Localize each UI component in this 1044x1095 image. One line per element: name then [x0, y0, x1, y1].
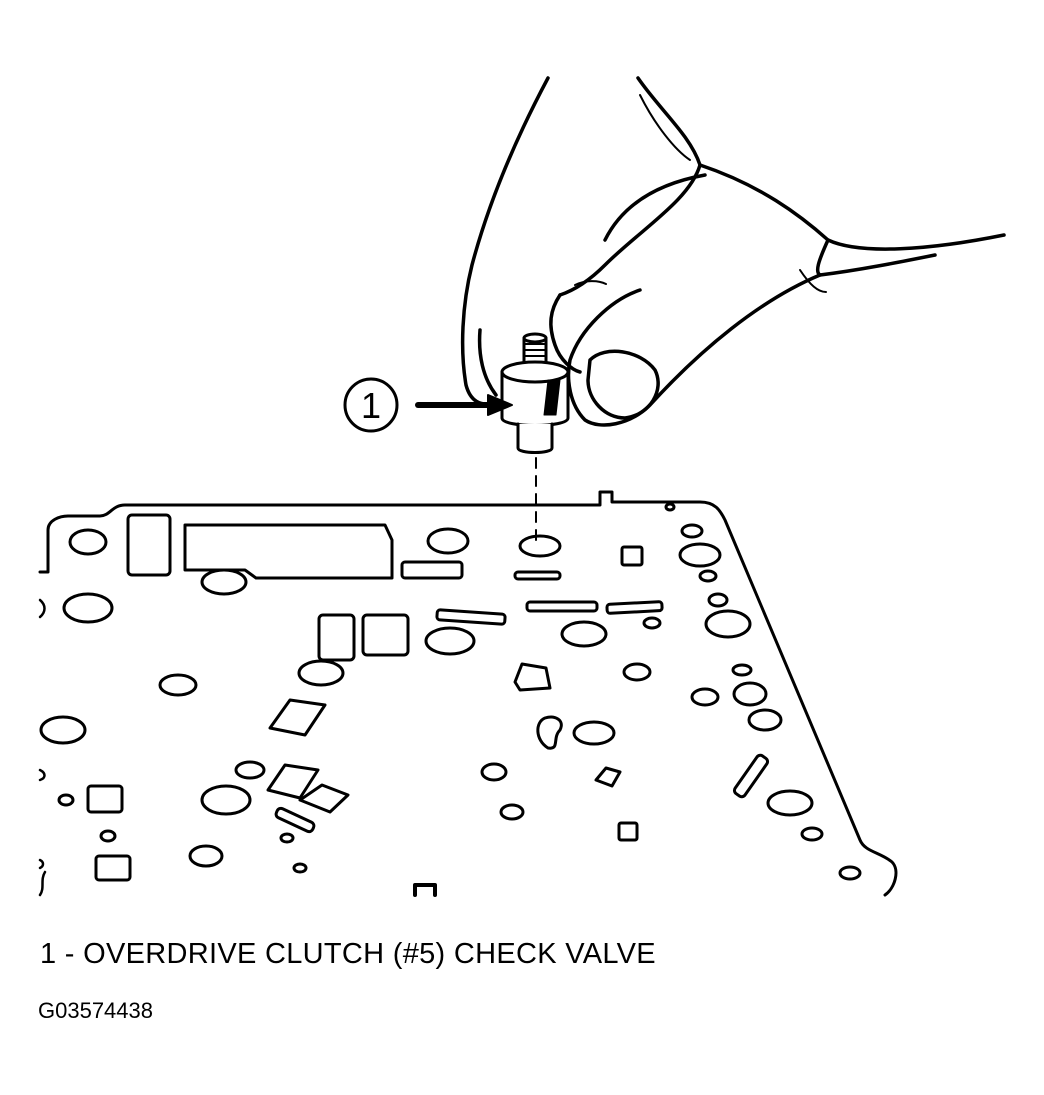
callout-number: 1: [361, 385, 381, 426]
figure-legend: 1 - OVERDRIVE CLUTCH (#5) CHECK VALVE: [40, 938, 656, 970]
figure-code: G03574438: [38, 998, 153, 1023]
hand-drawing: [460, 76, 1006, 427]
callout-arrow: [415, 394, 513, 416]
callout-marker: 1: [343, 377, 399, 433]
check-valve-drawing: [500, 332, 570, 549]
separator-plate: [38, 490, 898, 897]
